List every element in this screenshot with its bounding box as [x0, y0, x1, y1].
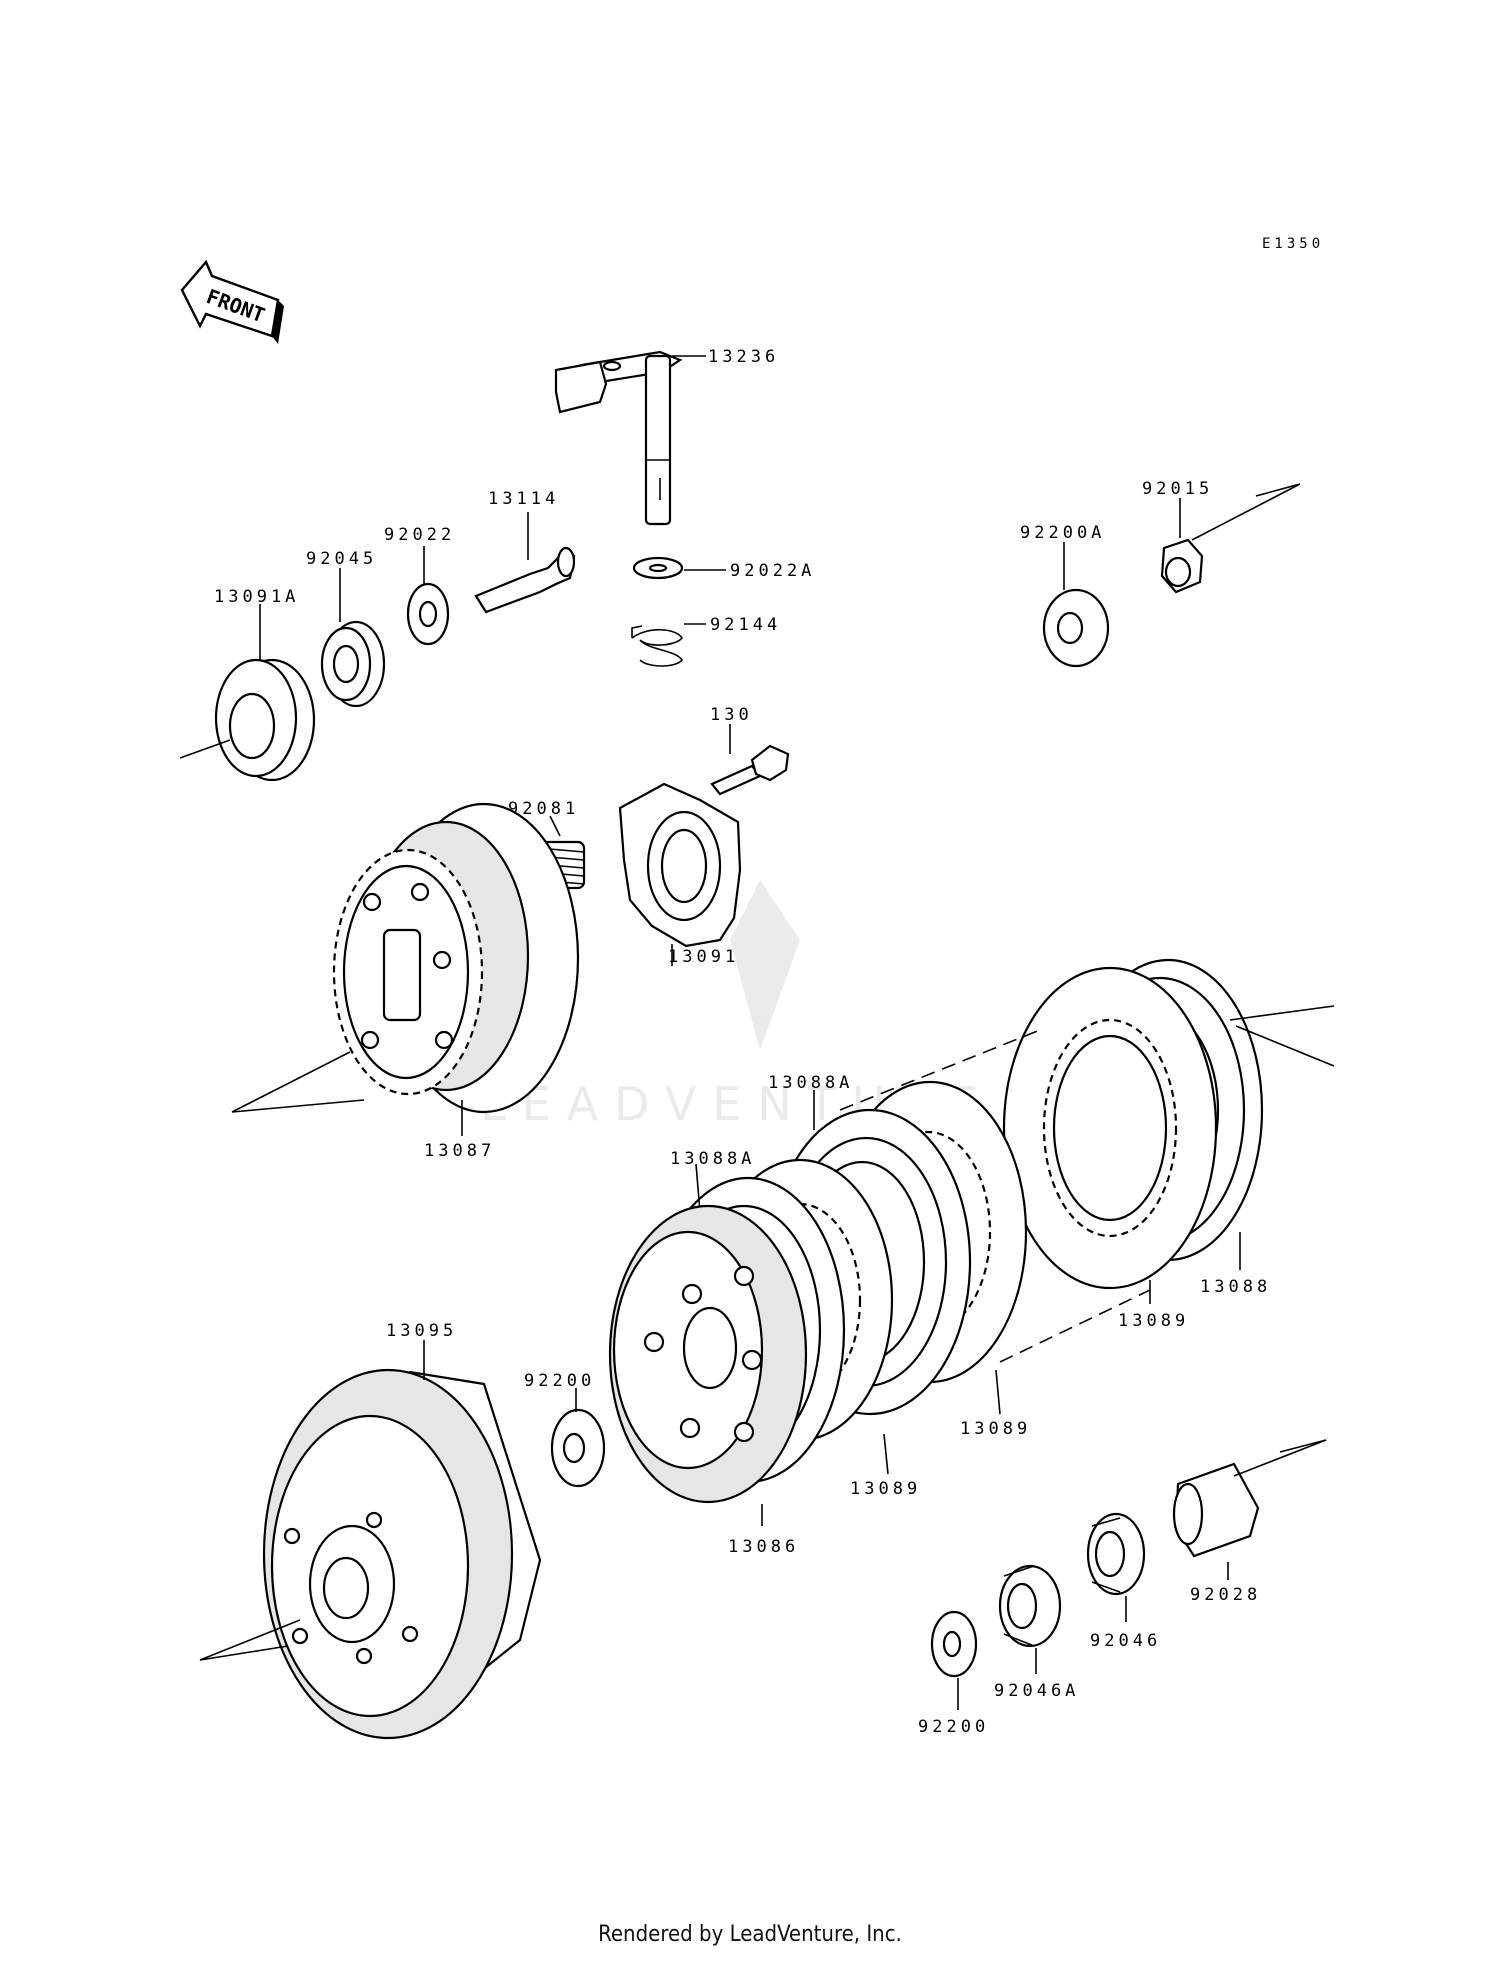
part-92144-spring[interactable]	[631, 625, 683, 667]
part-92046-needle-bearing[interactable]	[1086, 1512, 1146, 1596]
callout-92022A: 92022A	[730, 561, 815, 581]
diagram-code: E1350	[1262, 236, 1324, 252]
part-92028-collar[interactable]	[1172, 1462, 1260, 1558]
part-92200-washer-bottom[interactable]	[930, 1610, 978, 1678]
part-13091A-bearing-housing[interactable]	[214, 658, 316, 782]
footer-credit: Rendered by LeadVenture, Inc.	[598, 1922, 902, 1947]
callout-13236: 13236	[708, 347, 779, 367]
callout-13087: 13087	[424, 1141, 495, 1161]
callout-92200-bottom: 92200	[918, 1717, 989, 1737]
part-13091-pressure-plate[interactable]	[618, 782, 742, 948]
callout-92200A: 92200A	[1020, 523, 1105, 543]
callout-13089-right: 13089	[1118, 1311, 1189, 1331]
callout-13089-left: 13089	[850, 1479, 921, 1499]
callout-13089-middle: 13089	[960, 1419, 1031, 1439]
part-92046A-needle-bearing[interactable]	[998, 1564, 1062, 1648]
part-13087-clutch-gear[interactable]	[332, 802, 580, 1114]
part-92022-washer[interactable]	[406, 582, 450, 646]
callout-92046A: 92046A	[994, 1681, 1079, 1701]
callout-92200: 92200	[524, 1371, 595, 1391]
callout-13095: 13095	[386, 1321, 457, 1341]
callout-92081: 92081	[508, 799, 579, 819]
part-13114-push-rod[interactable]	[474, 546, 576, 614]
part-92045-bearing[interactable]	[320, 620, 386, 708]
part-13236-release-lever[interactable]	[554, 350, 683, 526]
callout-13088A-top: 13088A	[768, 1073, 853, 1093]
front-arrow-icon: FRONT	[180, 259, 284, 344]
callout-13091A: 13091A	[214, 587, 299, 607]
callout-92144: 92144	[710, 615, 781, 635]
part-92015-nut[interactable]	[1160, 538, 1204, 594]
callout-13091: 13091	[668, 947, 739, 967]
callout-13086: 13086	[728, 1537, 799, 1557]
callout-130: 130	[710, 705, 753, 725]
callout-92045: 92045	[306, 549, 377, 569]
callout-13088A: 13088A	[670, 1149, 755, 1169]
part-92200A-lock-washer[interactable]	[1042, 588, 1110, 668]
part-92022A-washer[interactable]	[632, 556, 684, 580]
part-130-bolt[interactable]	[710, 744, 790, 796]
callout-92022: 92022	[384, 525, 455, 545]
callout-13114: 13114	[488, 489, 559, 509]
callout-92028: 92028	[1190, 1585, 1261, 1605]
part-92200-washer[interactable]	[550, 1408, 606, 1488]
part-13086-clutch-hub[interactable]	[608, 1204, 808, 1504]
part-13089-steel-plate-right[interactable]	[1002, 966, 1218, 1290]
callout-92046: 92046	[1090, 1631, 1161, 1651]
part-13095-clutch-housing[interactable]	[262, 1368, 542, 1740]
callout-92015: 92015	[1142, 479, 1213, 499]
callout-13088: 13088	[1200, 1277, 1271, 1297]
